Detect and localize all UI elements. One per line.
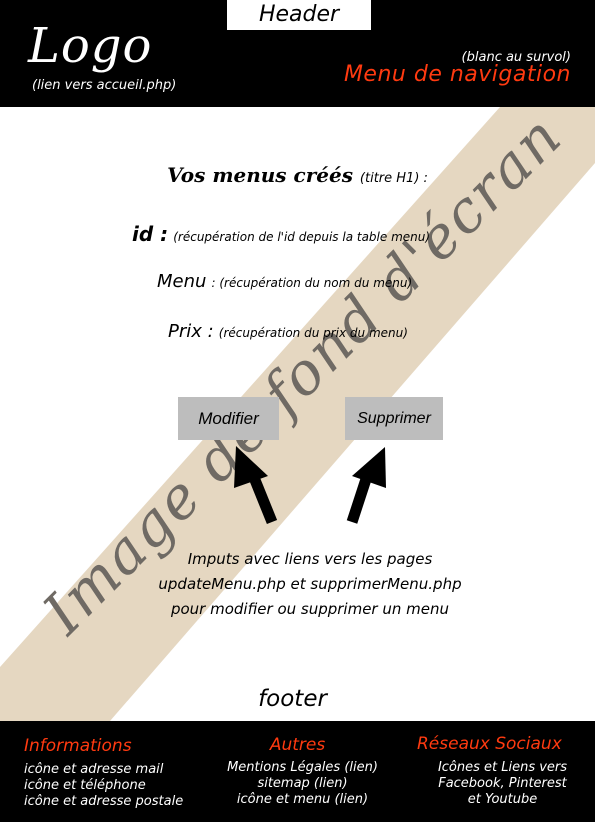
footer-mail-item[interactable]: icône et adresse mail (24, 762, 164, 777)
navigation-menu-link[interactable]: Menu de navigation (343, 62, 571, 87)
info-line-1: Imputs avec liens vers les pages (187, 550, 433, 568)
field-menu-key: Menu (157, 271, 207, 292)
field-menu-note: : (récupération du nom du menu) (211, 276, 413, 290)
header-tab-label: Header (227, 0, 371, 30)
footer-sitemap-link[interactable]: sitemap (lien) (257, 776, 348, 791)
footer-social-line-3[interactable]: et Youtube (467, 792, 538, 807)
footer-informations-list: icône et adresse mail icône et téléphone… (24, 762, 183, 810)
field-id: id : (récupération de l'id depuis la tab… (132, 222, 430, 246)
footer-mentions-legales-link[interactable]: Mentions Légales (lien) (227, 760, 378, 775)
title-text: Vos menus créés (167, 163, 353, 187)
field-prix: Prix : (récupération du prix du menu) (168, 321, 408, 342)
title-note: (titre H1) : (359, 171, 428, 186)
arrow-up-right-icon (346, 447, 386, 524)
field-prix-key: Prix : (168, 321, 214, 342)
arrow-up-left-icon (234, 446, 278, 525)
footer-phone-item[interactable]: icône et téléphone (24, 778, 146, 793)
field-prix-note: (récupération du prix du menu) (218, 326, 408, 340)
footer-address-item: icône et adresse postale (24, 794, 184, 809)
info-line-3: pour modifier ou supprimer un menu (170, 600, 450, 618)
info-line-2: updateMenu.php et supprimerMenu.php (158, 575, 462, 593)
logo-link[interactable]: Logo (28, 18, 153, 74)
diagonal-band (0, 107, 595, 721)
footer-autres-list: Mentions Légales (lien) sitemap (lien) i… (0, 760, 595, 808)
footer-social-list: Icônes et Liens vers Facebook, Pinterest… (410, 760, 595, 808)
footer-social-line-2[interactable]: Facebook, Pinterest (438, 776, 567, 791)
footer-menu-link[interactable]: icône et menu (lien) (236, 792, 369, 807)
page-title: Vos menus créés (titre H1) : (0, 163, 595, 187)
modifier-button[interactable]: Modifier (178, 397, 279, 440)
nav-hover-note: (blanc au survol) (461, 50, 571, 65)
footer-label: footer (258, 686, 327, 712)
supprimer-button[interactable]: Supprimer (345, 397, 443, 440)
field-id-note: (récupération de l'id depuis la table me… (173, 230, 431, 244)
footer-autres-title: Autres (269, 735, 326, 755)
arrows (234, 446, 386, 525)
field-menu: Menu : (récupération du nom du menu) (157, 271, 412, 292)
field-id-key: id : (132, 222, 169, 246)
logo-note: (lien vers accueil.php) (32, 78, 177, 93)
footer-bar (0, 721, 595, 822)
footer-informations-title: Informations (24, 736, 132, 756)
footer-social-line-1: Icônes et Liens vers (437, 760, 568, 775)
footer-social-title: Réseaux Sociaux (417, 734, 562, 754)
background-image-band: Image de fond d'écran (0, 107, 595, 721)
